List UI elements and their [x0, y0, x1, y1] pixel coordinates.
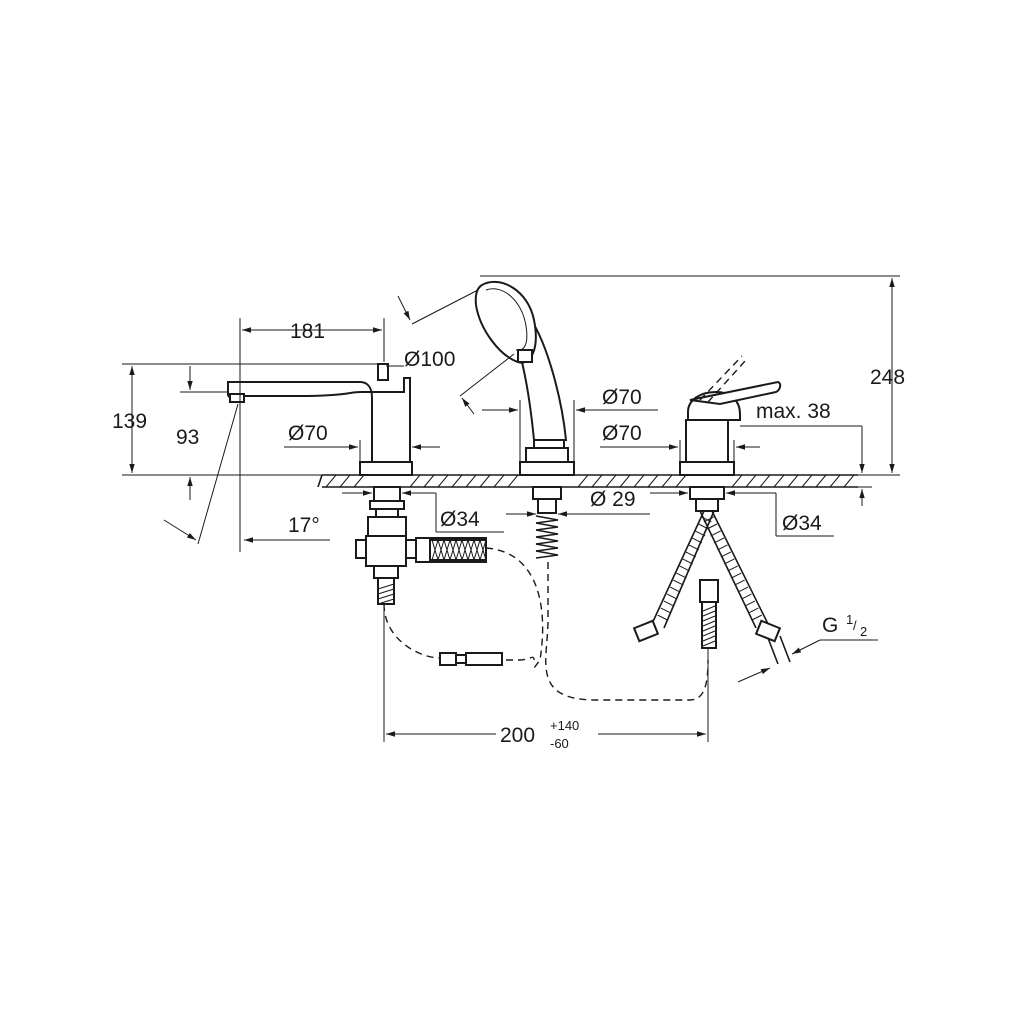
thread-fraction-top: 1: [846, 612, 853, 627]
dim-hole-left: Ø34: [440, 508, 480, 531]
dim-base-diameter-left: Ø70: [288, 422, 328, 445]
thread-fraction-slash: /: [853, 618, 857, 633]
deck-plate: [317, 474, 858, 488]
thread-label: G: [822, 614, 838, 637]
dimension-lines: [122, 275, 900, 742]
spacing-tol-minus: -60: [550, 736, 569, 751]
spout: [227, 363, 413, 476]
mixer: [679, 355, 782, 476]
dim-base-diameter-right: Ø70: [602, 422, 642, 445]
dim-hole-mid: Ø 29: [590, 488, 636, 511]
dim-handshower-diameter: Ø100: [404, 348, 455, 371]
dim-deck-thickness: max. 38: [756, 400, 831, 423]
hose-route: [383, 547, 709, 701]
handshower-underdeck: [532, 486, 562, 559]
dim-spacing: 200 +140 -60: [500, 718, 579, 751]
dim-angle: 17°: [288, 514, 320, 537]
spout-hose-braid: [377, 539, 487, 605]
mixer-underdeck: [632, 486, 791, 665]
dim-overall-height: 248: [870, 366, 905, 389]
spacing-value: 200: [500, 724, 535, 747]
spacing-tol-plus: +140: [550, 718, 579, 733]
dim-height-total-left: 139: [112, 410, 147, 433]
dim-height-spout: 93: [176, 426, 199, 449]
handshower: [474, 280, 575, 476]
dim-base-diameter-mid: Ø70: [602, 386, 642, 409]
thread-fraction-bottom: 2: [860, 624, 867, 639]
dim-spout-reach: 181: [290, 320, 325, 343]
dim-hole-right: Ø34: [782, 512, 822, 535]
dim-connection-thread: G 1 / 2: [822, 612, 867, 639]
